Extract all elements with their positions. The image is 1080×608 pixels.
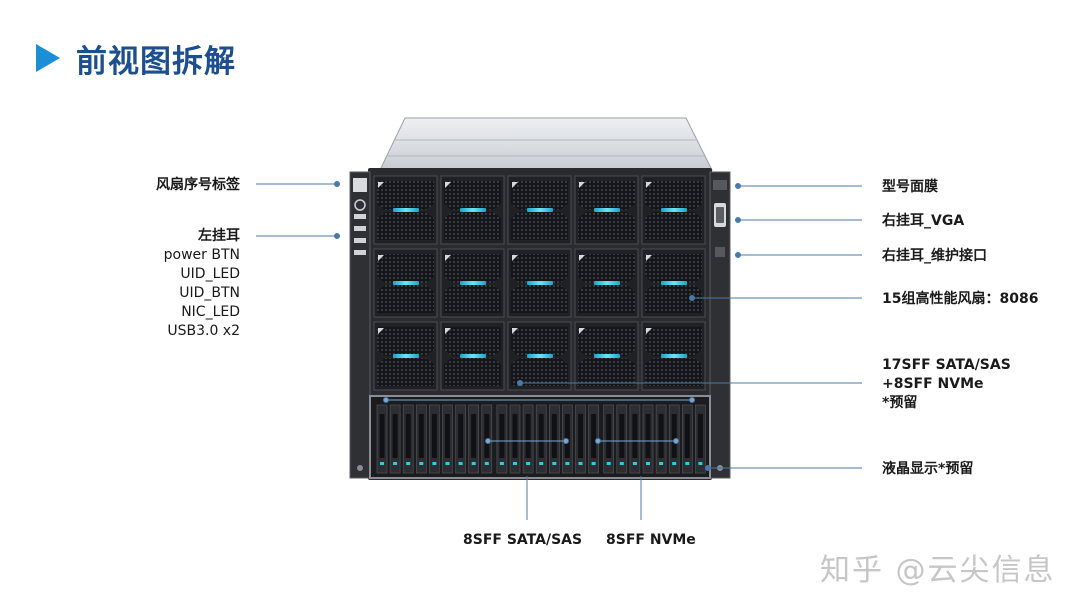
- drives-label-line1: 17SFF SATA/SAS: [882, 357, 1011, 373]
- left-ear: [349, 171, 371, 479]
- lcd-label: 液晶显示*预留: [882, 461, 974, 477]
- left-ear-title: 左挂耳: [198, 228, 240, 244]
- drive-bay: [376, 404, 388, 474]
- drive-bays: [376, 404, 706, 474]
- left-ear-item-nic-led: NIC_LED: [181, 304, 240, 320]
- fan-module: [641, 321, 706, 391]
- drive-bay: [415, 404, 427, 474]
- leader-lines: [256, 181, 862, 520]
- chassis-top-cover: [379, 117, 713, 171]
- title-arrow-icon: [36, 44, 60, 72]
- left-ear-item-uid-led: UID_LED: [180, 266, 240, 282]
- bay-nvme-label: 8SFF NVMe: [606, 532, 696, 548]
- fan-module: [440, 175, 505, 245]
- drive-bay: [629, 404, 641, 474]
- drive-bay: [642, 404, 654, 474]
- fan-module: [574, 175, 639, 245]
- drive-bay: [455, 404, 466, 474]
- page-title-block: 前视图拆解: [36, 38, 236, 80]
- drives-label-line3: *预留: [882, 395, 918, 411]
- fans-label: 15组高性能风扇：8086: [882, 291, 1039, 307]
- fan-module: [440, 248, 505, 318]
- fan-module: [440, 321, 505, 391]
- fan-module: [641, 248, 706, 318]
- left-ear-label-group: 左挂耳 power BTN UID_LED UID_BTN NIC_LED US…: [118, 227, 240, 341]
- drive-bay: [603, 404, 615, 474]
- watermark: 知乎 @云尖信息: [820, 553, 1056, 588]
- right-ear-vga-label: 右挂耳_VGA: [882, 213, 965, 229]
- drives-label-group: 17SFF SATA/SAS +8SFF NVMe *预留: [882, 356, 1011, 413]
- drive-bay: [389, 404, 401, 474]
- drive-bay: [496, 404, 508, 474]
- fan-module: [507, 248, 572, 318]
- left-ear-item-uid-btn: UID_BTN: [179, 285, 240, 301]
- drive-bay: [548, 404, 560, 474]
- left-ear-item-power: power BTN: [163, 247, 240, 263]
- fan-module: [373, 248, 438, 318]
- fan-module: [373, 175, 438, 245]
- bay-sata-label: 8SFF SATA/SAS: [463, 532, 583, 548]
- drive-bay: [616, 404, 628, 474]
- drive-bay: [402, 404, 414, 474]
- drive-bay: [442, 404, 453, 474]
- fan-module: [641, 175, 706, 245]
- drive-bay: [522, 404, 534, 474]
- fan-module: [507, 321, 572, 391]
- drive-bay: [575, 404, 586, 474]
- fan-module: [373, 321, 438, 391]
- drive-bay: [468, 404, 480, 474]
- drive-bay: [429, 404, 440, 474]
- drive-bay: [535, 404, 547, 474]
- page-title: 前视图拆解: [76, 43, 236, 80]
- fan-module: [574, 248, 639, 318]
- right-ear-maint-label: 右挂耳_维护接口: [882, 248, 987, 264]
- fan-module: [507, 175, 572, 245]
- drives-label-line2: +8SFF NVMe: [882, 376, 984, 392]
- left-ear-item-usb: USB3.0 x2: [167, 323, 240, 339]
- fan-module: [574, 321, 639, 391]
- fan-serial-label: 风扇序号标签: [156, 177, 240, 193]
- drive-bay: [509, 404, 521, 474]
- drive-bay: [695, 404, 706, 474]
- fan-array: [373, 175, 706, 391]
- drive-bay: [655, 404, 667, 474]
- drive-bay: [681, 404, 693, 474]
- model-panel-label: 型号面膜: [882, 179, 938, 195]
